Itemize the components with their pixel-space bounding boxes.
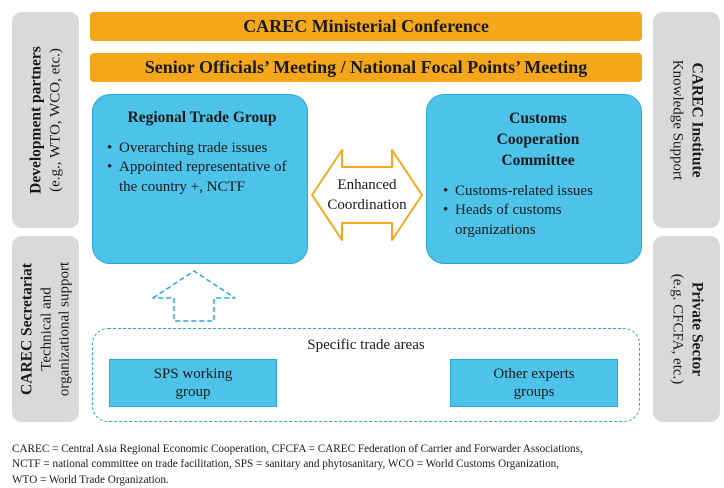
regional-trade-group-item: Overarching trade issues xyxy=(107,139,297,159)
enhanced-coordination-arrow xyxy=(311,149,423,241)
regional-trade-group-item: Appointed representative of the country … xyxy=(107,158,297,197)
enhanced-coordination-label: Enhanced Coordination xyxy=(309,176,425,215)
development-partners-label: Development partners (e.g., WTO, WCO, et… xyxy=(27,46,64,194)
customs-committee-title-line: Committee xyxy=(501,151,575,169)
ministerial-conference-bar: CAREC Ministerial Conference xyxy=(90,12,642,41)
development-partners-panel: Development partners (e.g., WTO, WCO, et… xyxy=(12,12,79,228)
private-sector-subtitle: (e.g. CFCFA, etc.) xyxy=(669,273,686,385)
private-sector-label: Private Sector (e.g. CFCFA, etc.) xyxy=(668,274,705,385)
customs-committee-item: Customs-related issues xyxy=(443,182,633,202)
ministerial-conference-label: CAREC Ministerial Conference xyxy=(243,16,489,36)
specific-trade-areas-box: Specific trade areas xyxy=(92,328,640,422)
carec-secretariat-line2: organizational support xyxy=(55,261,72,397)
regional-trade-group-title: Regional Trade Group xyxy=(127,109,277,126)
sps-working-group-line: group xyxy=(175,384,211,400)
sps-working-group-label: SPS working group xyxy=(154,365,233,401)
other-experts-groups-box: Other experts groups xyxy=(450,359,618,407)
footnote: CAREC = Central Asia Regional Economic C… xyxy=(12,442,722,488)
carec-institute-subtitle: Knowledge Support xyxy=(669,59,686,181)
private-sector-panel: Private Sector (e.g. CFCFA, etc.) xyxy=(653,236,720,422)
customs-committee-item: Heads of customs organizations xyxy=(443,201,633,240)
other-experts-groups-line: groups xyxy=(513,384,555,400)
other-experts-groups-line: Other experts xyxy=(493,366,575,382)
customs-committee-title-line: Customs xyxy=(509,110,567,127)
specific-trade-areas-title: Specific trade areas xyxy=(307,337,425,353)
customs-committee-title-line: Cooperation xyxy=(496,130,580,148)
customs-committee-items: Customs-related issues Heads of customs … xyxy=(443,182,633,241)
enhanced-coordination-line2: Coordination xyxy=(327,196,407,213)
development-partners-subtitle: (e.g., WTO, WCO, etc.) xyxy=(46,48,63,192)
footnote-line: NCTF = national committee on trade facil… xyxy=(12,458,560,471)
sps-working-group-line: SPS working xyxy=(153,366,233,382)
customs-cooperation-committee-box: Customs Cooperation Committee Customs-re… xyxy=(426,94,642,264)
other-experts-groups-label: Other experts groups xyxy=(493,365,574,401)
enhanced-coordination-line1: Enhanced xyxy=(337,177,397,193)
senior-officials-bar: Senior Officials’ Meeting / National Foc… xyxy=(90,53,642,82)
carec-secretariat-title: CAREC Secretariat xyxy=(18,263,36,395)
customs-committee-title: Customs Cooperation Committee xyxy=(443,109,633,172)
carec-secretariat-label: CAREC Secretariat Technical and organiza… xyxy=(18,262,73,396)
carec-secretariat-line1: Technical and xyxy=(37,287,54,371)
carec-secretariat-panel: CAREC Secretariat Technical and organiza… xyxy=(12,236,79,422)
private-sector-title: Private Sector xyxy=(687,281,705,377)
footnote-line: WTO = World Trade Organization. xyxy=(12,473,169,486)
up-arrow-icon xyxy=(152,270,236,322)
carec-institute-title: CAREC Institute xyxy=(687,62,705,178)
carec-institute-panel: CAREC Institute Knowledge Support xyxy=(653,12,720,228)
sps-working-group-box: SPS working group xyxy=(109,359,277,407)
carec-institute-label: CAREC Institute Knowledge Support xyxy=(668,60,705,180)
regional-trade-group-items: Overarching trade issues Appointed repre… xyxy=(107,139,297,198)
development-partners-title: Development partners xyxy=(27,46,45,194)
regional-trade-group-box: Regional Trade Group Overarching trade i… xyxy=(92,94,308,264)
footnote-line: CAREC = Central Asia Regional Economic C… xyxy=(12,443,583,455)
senior-officials-label: Senior Officials’ Meeting / National Foc… xyxy=(144,57,588,77)
